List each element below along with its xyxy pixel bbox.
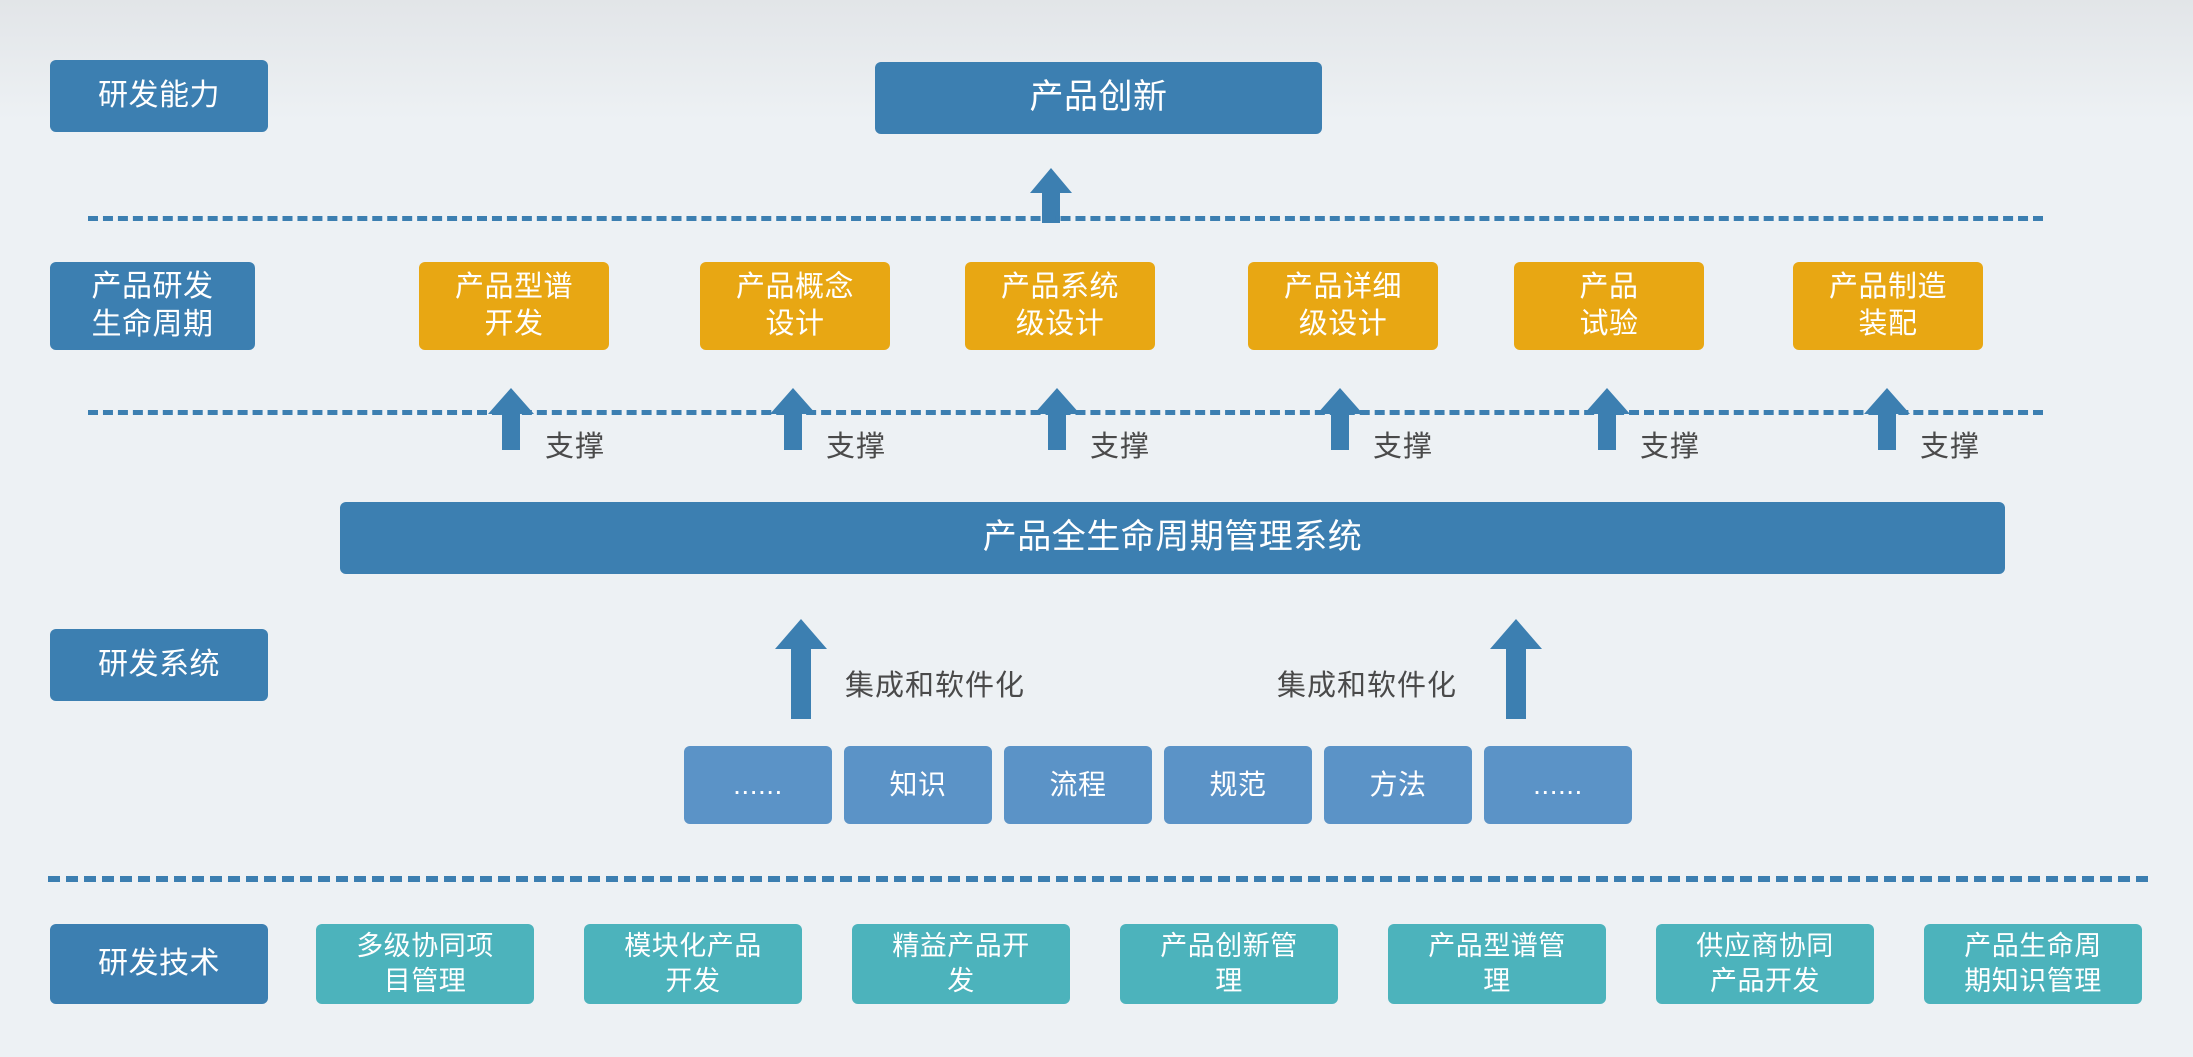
row-label-lifecycle: 产品研发 生命周期 [50, 262, 255, 350]
support-label-5: 支撑 [1920, 431, 1981, 463]
support-arrow-1 [770, 388, 816, 450]
support-label-3: 支撑 [1373, 431, 1434, 463]
row-label-capability: 研发能力 [50, 60, 268, 132]
integration-arrow-right [1490, 619, 1542, 719]
plm-system-bar: 产品全生命周期管理系统 [340, 502, 2005, 574]
support-arrow-3 [1317, 388, 1363, 450]
technology-box-1: 模块化产品 开发 [584, 924, 802, 1004]
foundation-chip-5: ...... [1484, 746, 1632, 824]
integration-label-right: 集成和软件化 [1277, 670, 1458, 702]
support-label-2: 支撑 [1090, 431, 1151, 463]
support-label-0: 支撑 [545, 431, 606, 463]
technology-box-4: 产品型谱管 理 [1388, 924, 1606, 1004]
arrow-up-to-innovation [1030, 168, 1072, 223]
foundation-chip-0: ...... [684, 746, 832, 824]
technology-box-6: 产品生命周 期知识管理 [1924, 924, 2142, 1004]
support-arrow-0 [488, 388, 534, 450]
foundation-chip-4: 方法 [1324, 746, 1472, 824]
lifecycle-stage-1: 产品概念 设计 [700, 262, 890, 350]
support-label-1: 支撑 [826, 431, 887, 463]
technology-box-5: 供应商协同 产品开发 [1656, 924, 1874, 1004]
row-label-technology: 研发技术 [50, 924, 268, 1004]
divider-capability-lifecycle [88, 216, 2043, 221]
technology-box-3: 产品创新管 理 [1120, 924, 1338, 1004]
foundation-chip-3: 规范 [1164, 746, 1312, 824]
foundation-chip-1: 知识 [844, 746, 992, 824]
support-arrow-4 [1584, 388, 1630, 450]
integration-arrow-left [775, 619, 827, 719]
foundation-chip-2: 流程 [1004, 746, 1152, 824]
lifecycle-stage-0: 产品型谱 开发 [419, 262, 609, 350]
support-arrow-5 [1864, 388, 1910, 450]
lifecycle-stage-4: 产品 试验 [1514, 262, 1704, 350]
integration-label-left: 集成和软件化 [845, 670, 1026, 702]
support-arrow-2 [1034, 388, 1080, 450]
lifecycle-stage-3: 产品详细 级设计 [1248, 262, 1438, 350]
row-label-system: 研发系统 [50, 629, 268, 701]
technology-box-0: 多级协同项 目管理 [316, 924, 534, 1004]
hero-product-innovation: 产品创新 [875, 62, 1322, 134]
divider-system-technology [48, 876, 2148, 882]
lifecycle-stage-5: 产品制造 装配 [1793, 262, 1983, 350]
lifecycle-stage-2: 产品系统 级设计 [965, 262, 1155, 350]
technology-box-2: 精益产品开 发 [852, 924, 1070, 1004]
support-label-4: 支撑 [1640, 431, 1701, 463]
